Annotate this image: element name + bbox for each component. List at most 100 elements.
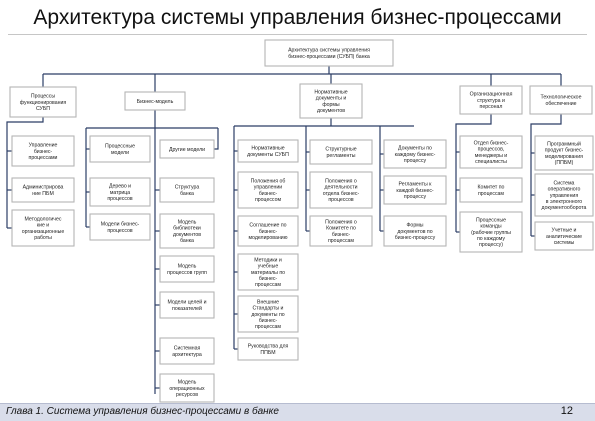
node-label: Дерево и xyxy=(109,184,131,190)
node-label: документы по xyxy=(251,312,284,318)
node-box xyxy=(459,135,523,169)
node-box xyxy=(264,39,394,67)
connector-lines xyxy=(6,66,562,394)
node-label: ние ПБМ xyxy=(32,191,54,197)
node-box xyxy=(159,139,215,159)
node-box xyxy=(159,373,215,403)
node-label: (ППБМ) xyxy=(555,160,574,166)
connector-line xyxy=(530,114,562,236)
node-label: документы СУБП xyxy=(247,152,289,158)
node-label: процессу) xyxy=(479,242,503,248)
node-label: Учетные и xyxy=(552,228,577,234)
node-label: документов xyxy=(173,232,201,238)
node-label: Нормативные xyxy=(314,90,347,96)
node-label: процессам xyxy=(328,238,354,244)
node-label: бизнес- xyxy=(332,232,351,238)
node-box xyxy=(237,139,299,163)
node-label: Другие модели xyxy=(169,147,205,153)
node-label: матрица xyxy=(110,190,130,196)
node-label: Стандарты и xyxy=(253,306,284,312)
node-box xyxy=(459,85,523,115)
node-box xyxy=(529,85,593,115)
node-label: Комитет по xyxy=(478,185,505,191)
node-box xyxy=(534,221,594,251)
node-box xyxy=(89,135,151,163)
node-label: Комитете по xyxy=(326,226,356,232)
node-label: Процессные xyxy=(105,144,135,150)
node-label: Положения об xyxy=(251,179,286,185)
node-label: формы xyxy=(322,102,340,108)
node-label: документы и xyxy=(316,96,347,102)
node-label: бизнес- xyxy=(259,318,278,324)
node-label: оперативного xyxy=(548,187,581,193)
node-label: каждой бизнес- xyxy=(396,187,434,194)
node-label: материалы по xyxy=(251,270,285,276)
node-label: Архитектура системы управления xyxy=(288,48,370,54)
node-label: Руководства для xyxy=(248,344,289,350)
node-label: каждому бизнес- xyxy=(395,152,436,158)
node-label: (рабочие группы xyxy=(471,230,511,236)
node-label: банка xyxy=(180,191,194,197)
node-label: Положения о xyxy=(325,220,357,226)
node-label: Нормативные xyxy=(251,146,284,152)
node-label: функционирования xyxy=(20,100,67,106)
node-box xyxy=(383,175,447,205)
node-label: структура и xyxy=(477,98,505,104)
node-label: библиотеки xyxy=(173,226,201,232)
node-label: моделированию xyxy=(248,235,287,241)
node-label: процессам xyxy=(255,324,281,330)
node-label: Структурные xyxy=(325,147,356,153)
node-label: Положения о xyxy=(325,179,357,185)
node-label: Организационная xyxy=(470,92,513,98)
node-box xyxy=(299,83,363,119)
node-label: процессам xyxy=(255,282,281,288)
node-label: документов по xyxy=(397,229,432,235)
node-label: Методики и xyxy=(254,257,282,263)
node-label: СУБП xyxy=(36,106,50,112)
node-label: Технологическое xyxy=(541,95,582,101)
node-label: Администрирова xyxy=(23,185,64,191)
node-box xyxy=(534,173,594,217)
diagram-boxes: Архитектура системы управления бизнес-про… xyxy=(9,39,594,403)
node-box xyxy=(237,171,299,209)
node-label: Модель xyxy=(178,220,197,226)
connector-line xyxy=(455,114,492,232)
node-box xyxy=(89,177,151,207)
node-box xyxy=(237,253,299,291)
node-label: персонал xyxy=(480,104,503,110)
node-label: Соглашение по xyxy=(249,223,286,229)
node-label: процессам xyxy=(478,191,504,197)
node-label: архитектура xyxy=(172,352,202,358)
node-label: Методологичес xyxy=(25,217,62,223)
node-label: Программный xyxy=(547,141,581,148)
node-box xyxy=(89,213,151,241)
node-label: Структура xyxy=(175,185,200,191)
node-label: Внешние xyxy=(257,299,279,305)
node-label: управления xyxy=(550,193,578,199)
node-box xyxy=(159,291,215,319)
node-box xyxy=(11,135,75,167)
node-box xyxy=(9,86,77,118)
node-label: ресурсов xyxy=(176,392,198,398)
node-box xyxy=(459,211,523,253)
node-label: Модели целей и xyxy=(167,299,206,306)
node-label: документооборота xyxy=(542,205,587,211)
node-label: отдела бизнес- xyxy=(323,191,360,197)
node-label: кие и xyxy=(37,223,49,229)
node-label: продукт бизнес- xyxy=(545,148,584,154)
